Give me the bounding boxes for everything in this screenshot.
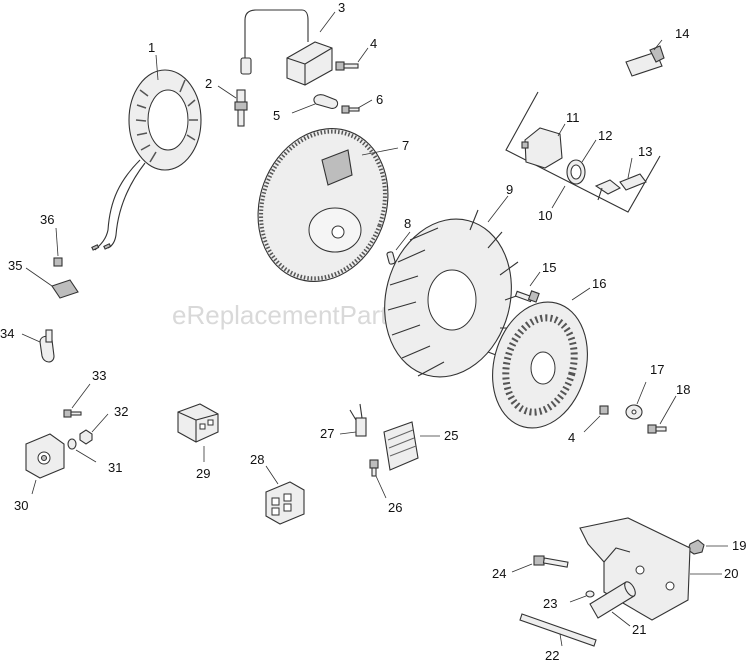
callout-11: 11 (566, 110, 580, 125)
callout-35: 35 (8, 258, 22, 273)
part-17-washer[interactable] (625, 404, 643, 420)
callout-36: 36 (40, 212, 54, 227)
part-7-flywheel[interactable] (237, 110, 409, 300)
callout-1: 1 (148, 40, 155, 55)
part-26-screw[interactable] (369, 459, 379, 477)
part-12-nut[interactable] (566, 159, 586, 185)
part-36-screw[interactable] (53, 257, 63, 267)
callout-17: 17 (650, 362, 664, 377)
part-21-spacer[interactable] (589, 580, 637, 619)
part-20-bracket[interactable] (579, 517, 691, 621)
part-22-rod[interactable] (519, 613, 597, 647)
callout-3: 3 (338, 0, 345, 15)
callout-13: 13 (638, 144, 652, 159)
callout-6: 6 (376, 92, 383, 107)
callout-20: 20 (724, 566, 738, 581)
part-18-screw[interactable] (647, 424, 667, 434)
part-3-ignition-module[interactable] (240, 9, 333, 86)
callout-14: 14 (675, 26, 689, 41)
callout-15: 15 (542, 260, 556, 275)
part-4-screw-lower[interactable] (599, 405, 609, 415)
callout-12: 12 (598, 128, 612, 143)
part-6-screw[interactable] (341, 105, 360, 114)
callout-30: 30 (14, 498, 28, 513)
part-13-keys[interactable] (594, 173, 647, 201)
callout-21: 21 (632, 622, 646, 637)
part-23-washer[interactable] (585, 590, 595, 598)
callout-4-lower: 4 (568, 430, 575, 445)
part-4-screw-upper[interactable] (335, 61, 359, 71)
callout-28: 28 (250, 452, 264, 467)
callout-33: 33 (92, 368, 106, 383)
part-24-bolt[interactable] (533, 555, 569, 568)
callout-9: 9 (506, 182, 513, 197)
callout-31: 31 (108, 460, 122, 475)
callout-23: 23 (543, 596, 557, 611)
callout-25: 25 (444, 428, 458, 443)
part-2-spark-plug[interactable] (234, 89, 248, 127)
part-27-terminal[interactable] (349, 403, 367, 437)
part-15-screw[interactable] (514, 290, 540, 303)
part-10-key-switch-kit (505, 91, 661, 213)
part-14-connector[interactable] (625, 45, 665, 77)
callout-27: 27 (320, 426, 334, 441)
callout-19: 19 (732, 538, 746, 553)
callout-32: 32 (114, 404, 128, 419)
callout-7: 7 (402, 138, 409, 153)
part-25-rectifier[interactable] (383, 421, 419, 471)
part-32-nut[interactable] (79, 429, 93, 445)
callout-24: 24 (492, 566, 506, 581)
callout-26: 26 (388, 500, 402, 515)
part-8-key[interactable] (386, 251, 396, 265)
callout-29: 29 (196, 466, 210, 481)
callout-34: 34 (0, 326, 14, 341)
part-16-grass-screen[interactable] (479, 291, 601, 438)
callout-5: 5 (273, 108, 280, 123)
part-30-solenoid[interactable] (25, 433, 65, 479)
part-29-relay[interactable] (177, 403, 219, 443)
part-31-washer[interactable] (67, 438, 77, 450)
callout-8: 8 (404, 216, 411, 231)
part-33-screw[interactable] (63, 409, 82, 418)
part-5-clip[interactable] (313, 94, 339, 109)
part-11-ignition-switch[interactable] (521, 127, 563, 169)
callout-4-upper: 4 (370, 36, 377, 51)
part-28-connector[interactable] (265, 481, 305, 525)
part-1-stator[interactable] (91, 69, 202, 251)
callout-22: 22 (545, 648, 559, 662)
callout-2: 2 (205, 76, 212, 91)
part-34-clamp[interactable] (39, 329, 55, 363)
callout-18: 18 (676, 382, 690, 397)
callout-16: 16 (592, 276, 606, 291)
part-35-clip[interactable] (51, 279, 79, 299)
callout-10: 10 (538, 208, 552, 223)
